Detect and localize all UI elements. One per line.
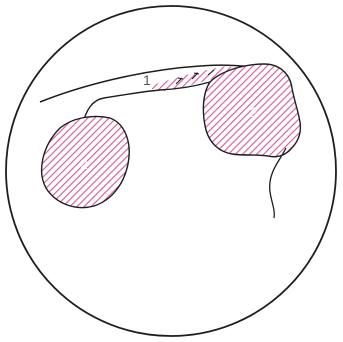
label-region-2-left: 2 [80,156,88,172]
label-region-1: 1 [143,72,151,88]
label-region-2-right: 2 [250,104,258,120]
tail-contour [270,148,286,218]
